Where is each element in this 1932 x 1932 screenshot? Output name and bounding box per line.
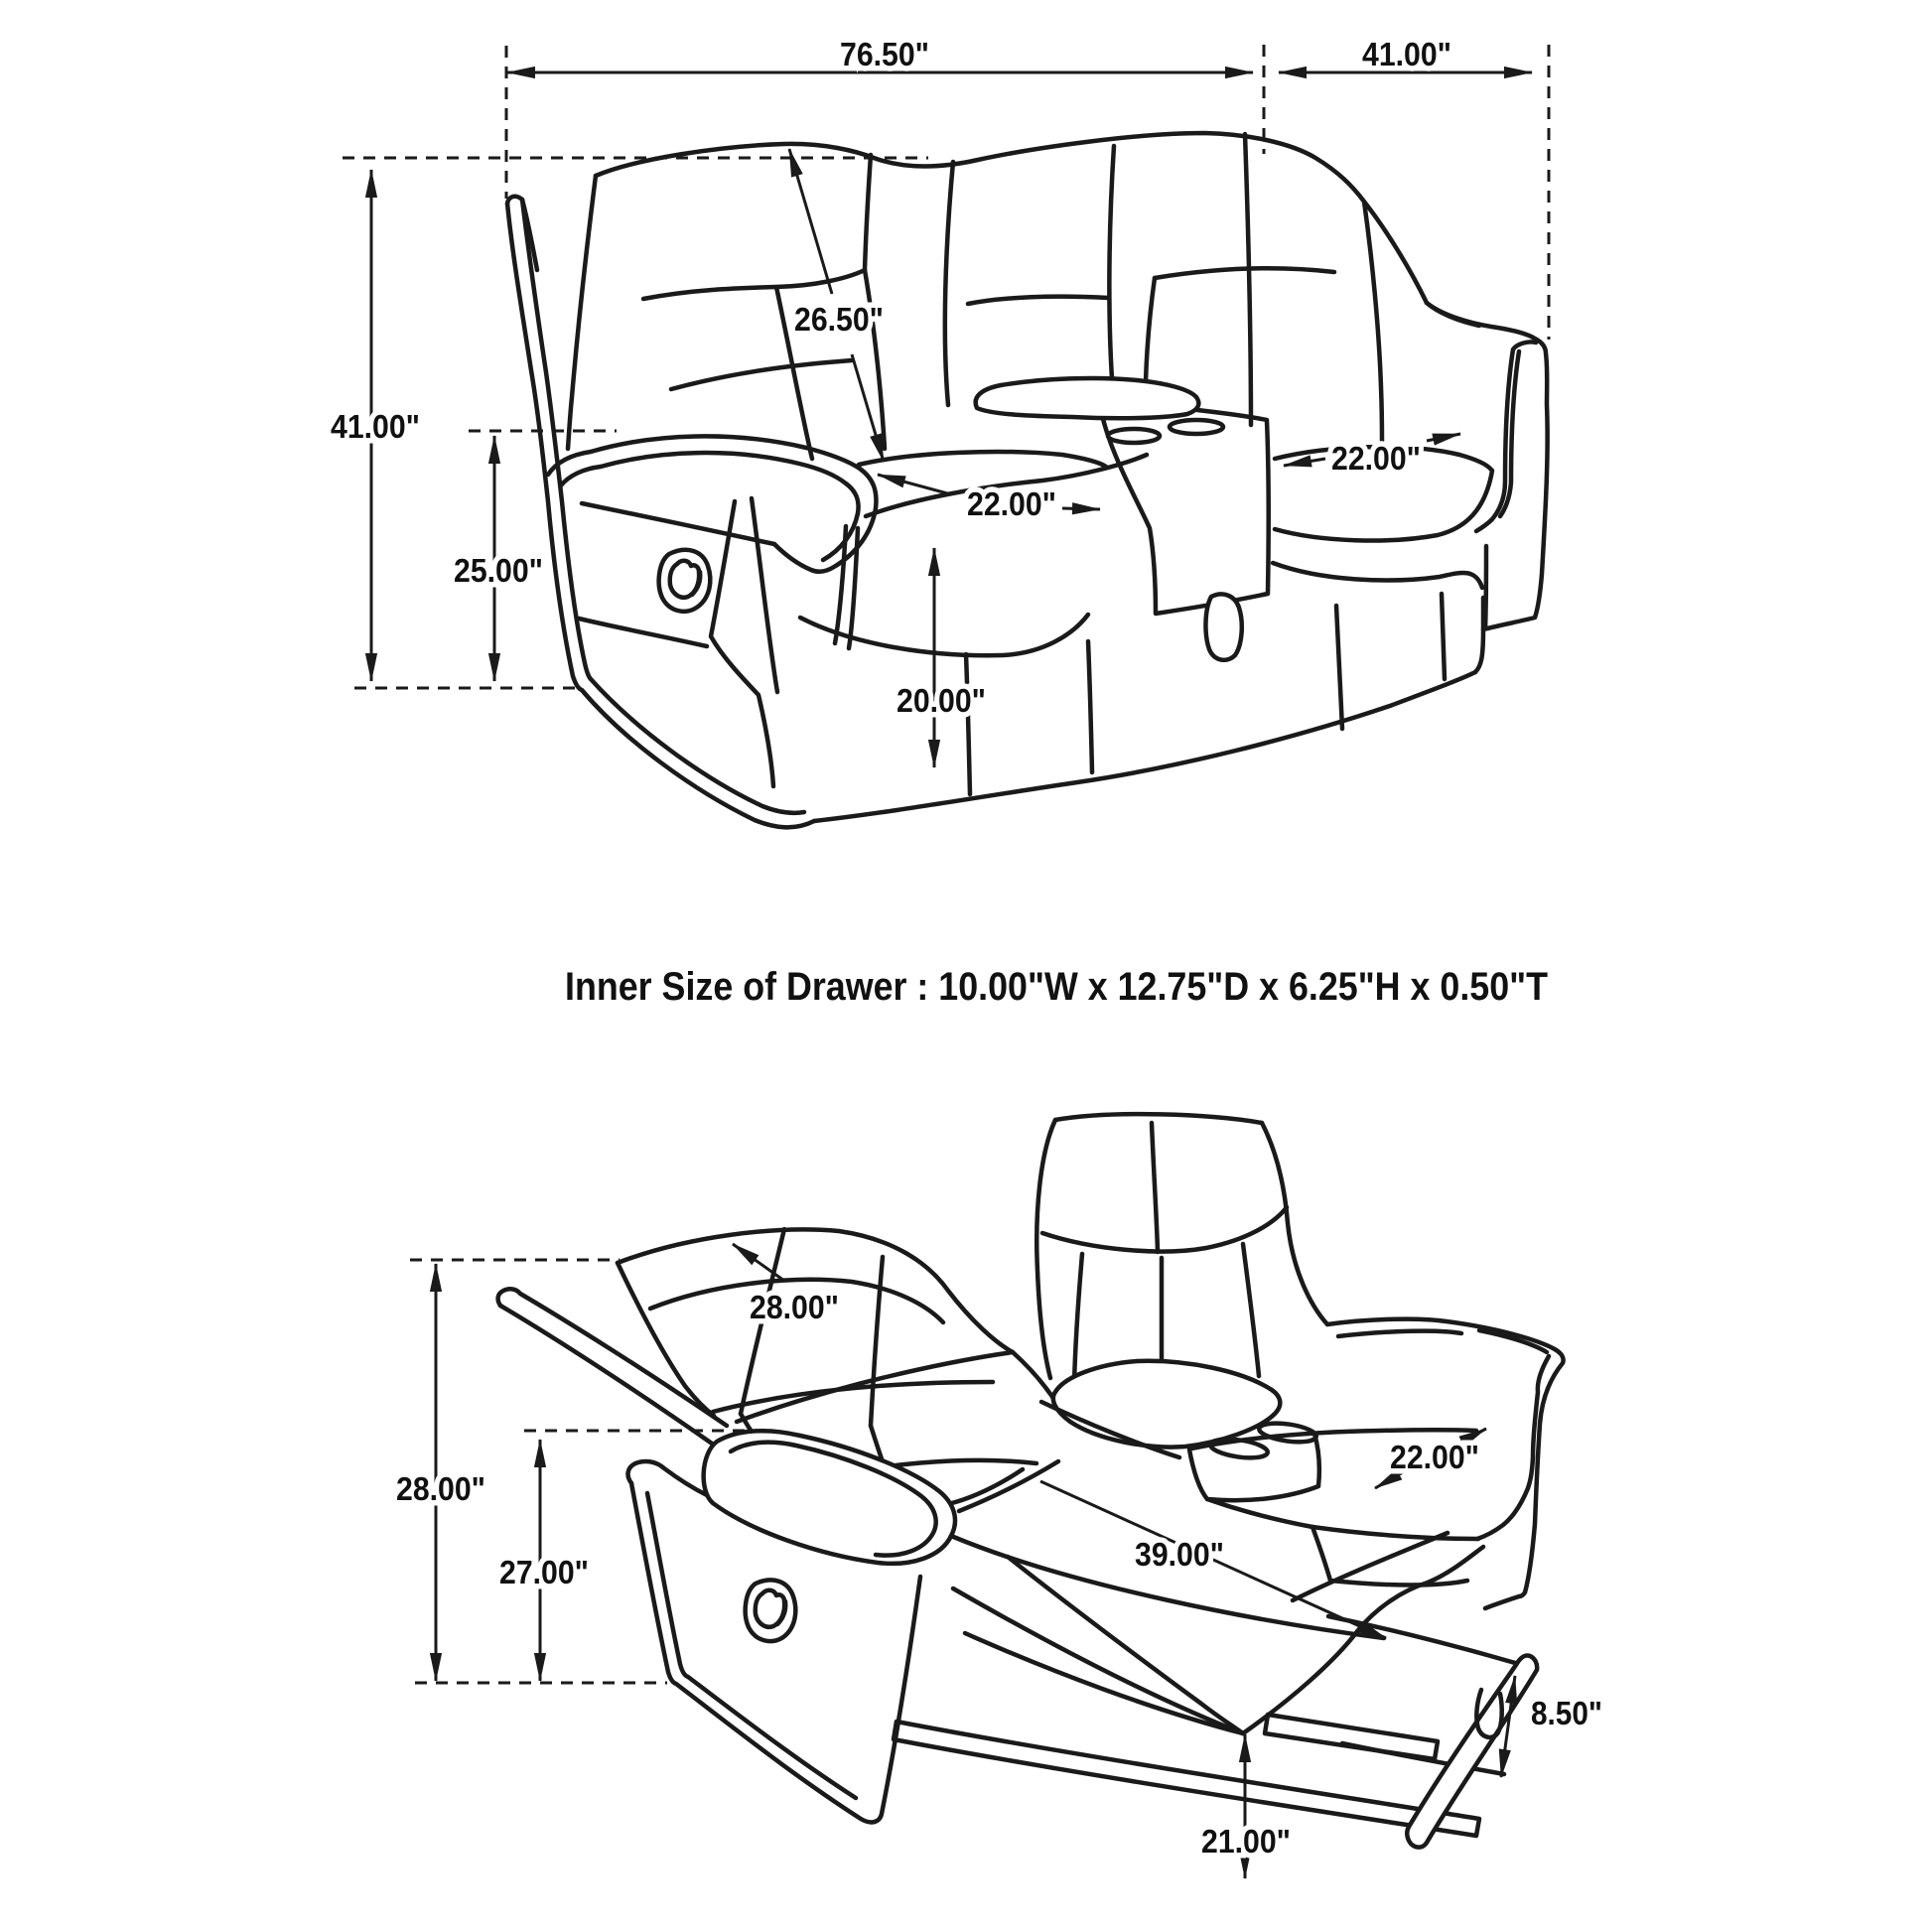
svg-text:28.00": 28.00"	[396, 1470, 485, 1507]
svg-text:41.00": 41.00"	[1362, 36, 1451, 72]
svg-text:41.00": 41.00"	[331, 408, 420, 445]
svg-text:39.00": 39.00"	[1135, 1536, 1224, 1573]
svg-text:20.00": 20.00"	[897, 682, 986, 719]
svg-text:22.00": 22.00"	[1390, 1439, 1479, 1475]
svg-text:26.50": 26.50"	[794, 301, 884, 338]
svg-text:21.00": 21.00"	[1201, 1823, 1291, 1860]
svg-text:27.00": 27.00"	[499, 1554, 589, 1590]
svg-text:Inner Size of Drawer : 10.00"W: Inner Size of Drawer : 10.00"W x 12.75"D…	[565, 965, 1548, 1009]
svg-text:28.00": 28.00"	[750, 1289, 839, 1325]
svg-text:22.00": 22.00"	[967, 485, 1056, 522]
svg-text:25.00": 25.00"	[454, 552, 543, 589]
svg-text:22.00": 22.00"	[1331, 440, 1421, 477]
svg-text:76.50": 76.50"	[840, 36, 929, 72]
svg-text:8.50": 8.50"	[1531, 1695, 1602, 1731]
